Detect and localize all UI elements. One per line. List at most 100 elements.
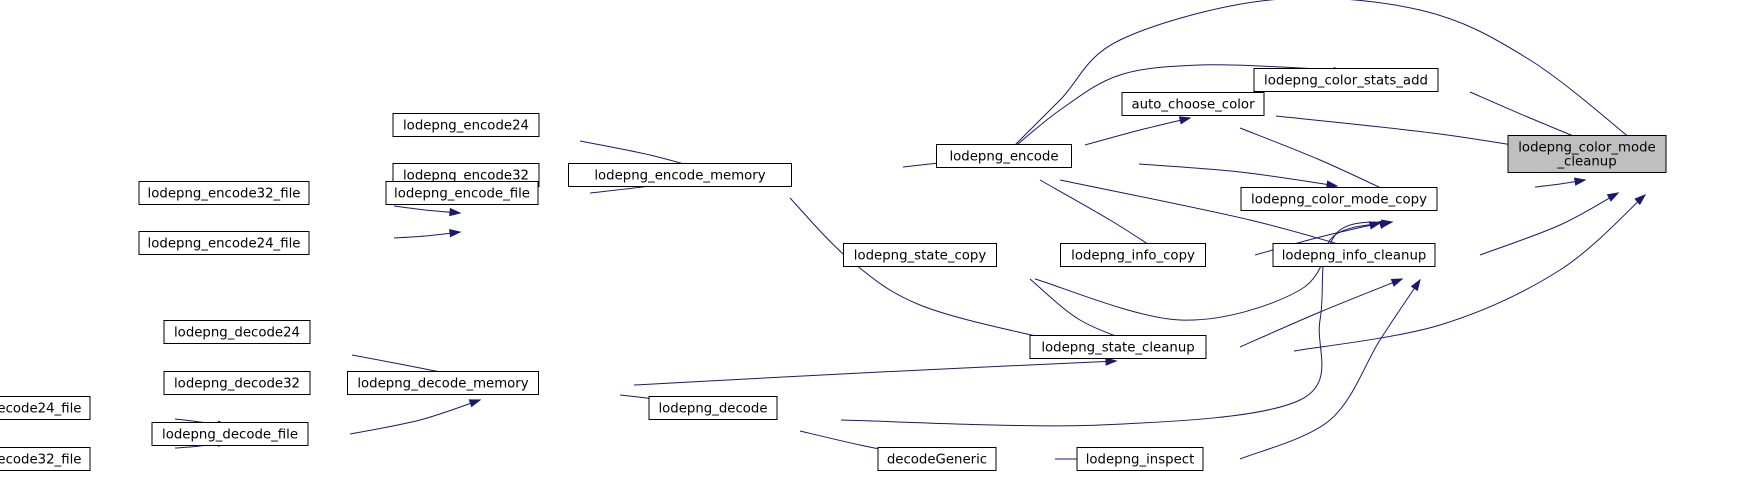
node-box [568, 163, 792, 187]
node-label: lodepng_decode24 [174, 326, 300, 341]
arrowhead-icon [449, 207, 462, 217]
node-box [163, 320, 311, 344]
edge-line [633, 360, 1117, 386]
edge-line [1239, 278, 1403, 348]
node-decode-file[interactable]: lodepng_decode_file [151, 422, 309, 446]
node-encode-memory[interactable]: lodepng_encode_memory [568, 163, 792, 187]
node-label: lodepng_color_mode [1518, 141, 1656, 156]
edge-color_mode_copy-to-color_mode_cleanup [1534, 177, 1587, 188]
node-box [1272, 243, 1436, 267]
node-info-cleanup[interactable]: lodepng_info_cleanup [1272, 243, 1436, 267]
node-info-copy[interactable]: lodepng_info_copy [1060, 243, 1206, 267]
node-box [385, 181, 539, 205]
node-label: lodepng_info_copy [1071, 249, 1195, 264]
edge-line [1003, 0, 1643, 157]
node-label: lodepng_info_cleanup [1282, 249, 1427, 264]
edge-line [1084, 117, 1191, 146]
node-box [138, 181, 310, 205]
node-label: lodepng_decode_file [162, 428, 298, 443]
node-inspect[interactable]: lodepng_inspect [1076, 447, 1204, 471]
node-decode32-file[interactable]: lodepng_decode32_file [0, 447, 91, 471]
node-label: lodepng_encode32 [403, 169, 529, 184]
node-label: lodepng_state_copy [854, 249, 987, 264]
edge-line [1479, 192, 1619, 256]
node-box [347, 371, 539, 395]
edge-encode32_file-to-encode_file [393, 205, 462, 217]
edge-inspect-to-info_cleanup [1239, 278, 1421, 460]
edge-encode24_file-to-encode_file [393, 229, 462, 239]
edge-decode_memory-to-state_cleanup [633, 357, 1118, 386]
node-decode[interactable]: lodepng_decode [648, 396, 778, 420]
arrowhead-icon [1606, 192, 1620, 202]
edge-auto_choose_color-to-color_mode_copy [1239, 127, 1400, 197]
node-label: lodepng_encode24_file [148, 237, 301, 252]
node-label: lodepng_encode_file [394, 187, 530, 202]
node-state-copy[interactable]: lodepng_state_copy [843, 243, 997, 267]
node-color-mode-copy[interactable]: lodepng_color_mode_copy [1240, 187, 1438, 211]
edge-line [840, 221, 1391, 427]
node-encode24-file[interactable]: lodepng_encode24_file [138, 231, 310, 255]
edge-encode-to-color_mode_copy [1138, 163, 1339, 189]
arrowhead-icon [1378, 220, 1392, 230]
node-color-stats-add[interactable]: lodepng_color_stats_add [1253, 68, 1439, 92]
node-encode-file[interactable]: lodepng_encode_file [385, 181, 539, 205]
node-box [877, 447, 997, 471]
node-encode24[interactable]: lodepng_encode24 [392, 113, 540, 137]
node-label: _cleanup [1556, 155, 1616, 170]
arrowhead-icon [1390, 278, 1404, 287]
node-decode24-file[interactable]: lodepng_decode24_file [0, 396, 91, 420]
node-box [648, 396, 778, 420]
nodes-layer: lodepng_color_mode_cleanuplodepng_color_… [0, 68, 1667, 471]
edge-decode-to-color_mode_copy [840, 220, 1392, 427]
node-box [1121, 92, 1265, 116]
node-box [0, 447, 91, 471]
arrowhead-icon [1573, 177, 1587, 186]
node-box [1507, 135, 1667, 173]
node-label: lodepng_encode [949, 150, 1058, 165]
node-box [151, 422, 309, 446]
node-box [0, 396, 91, 420]
edge-decode_file-to-decode_memory [349, 399, 482, 435]
node-box [1029, 335, 1207, 359]
node-label: lodepng_encode24 [403, 119, 529, 134]
arrowhead-icon [449, 229, 462, 238]
arrowhead-icon [1326, 180, 1339, 189]
node-box [1060, 243, 1206, 267]
edge-line [349, 399, 481, 435]
node-box [392, 113, 540, 137]
edge-line [1239, 127, 1399, 197]
edge-line [789, 197, 1117, 352]
node-encode[interactable]: lodepng_encode [936, 144, 1072, 168]
edge-state_cleanup-to-info_cleanup [1239, 278, 1404, 348]
node-label: decodeGeneric [887, 453, 987, 468]
edge-line [1239, 279, 1421, 460]
edge-info_cleanup-to-color_mode_cleanup [1479, 192, 1620, 256]
node-label: auto_choose_color [1131, 98, 1255, 113]
arrowhead-icon [1368, 221, 1382, 230]
node-label: lodepng_decode32 [174, 377, 300, 392]
node-state-cleanup[interactable]: lodepng_state_cleanup [1029, 335, 1207, 359]
node-auto-choose-color[interactable]: auto_choose_color [1121, 92, 1265, 116]
arrowhead-icon [1178, 116, 1192, 125]
arrowhead-icon [468, 399, 482, 408]
node-decode-memory[interactable]: lodepng_decode_memory [347, 371, 539, 395]
node-label: lodepng_decode24_file [0, 402, 81, 417]
node-label: lodepng_color_mode_copy [1251, 193, 1427, 208]
node-box [138, 231, 310, 255]
node-box [1240, 187, 1438, 211]
edge-line [1138, 163, 1338, 187]
edge-encode-to-info_copy [1039, 179, 1162, 253]
node-box [843, 243, 997, 267]
node-encode32-file[interactable]: lodepng_encode32_file [138, 181, 310, 205]
node-label: lodepng_encode32_file [148, 187, 301, 202]
edge-state_cleanup-to-color_mode_cleanup [1293, 193, 1647, 352]
node-color-mode-cleanup[interactable]: lodepng_color_mode_cleanup [1507, 135, 1667, 173]
node-encode32[interactable]: lodepng_encode32 [392, 163, 540, 187]
node-decode24[interactable]: lodepng_decode24 [163, 320, 311, 344]
node-box [936, 144, 1072, 168]
node-decode32[interactable]: lodepng_decode32 [163, 371, 311, 395]
edge-state_copy-to-color_mode_copy [1034, 219, 1394, 321]
node-label: lodepng_inspect [1086, 453, 1195, 468]
node-decodeGeneric[interactable]: decodeGeneric [877, 447, 997, 471]
